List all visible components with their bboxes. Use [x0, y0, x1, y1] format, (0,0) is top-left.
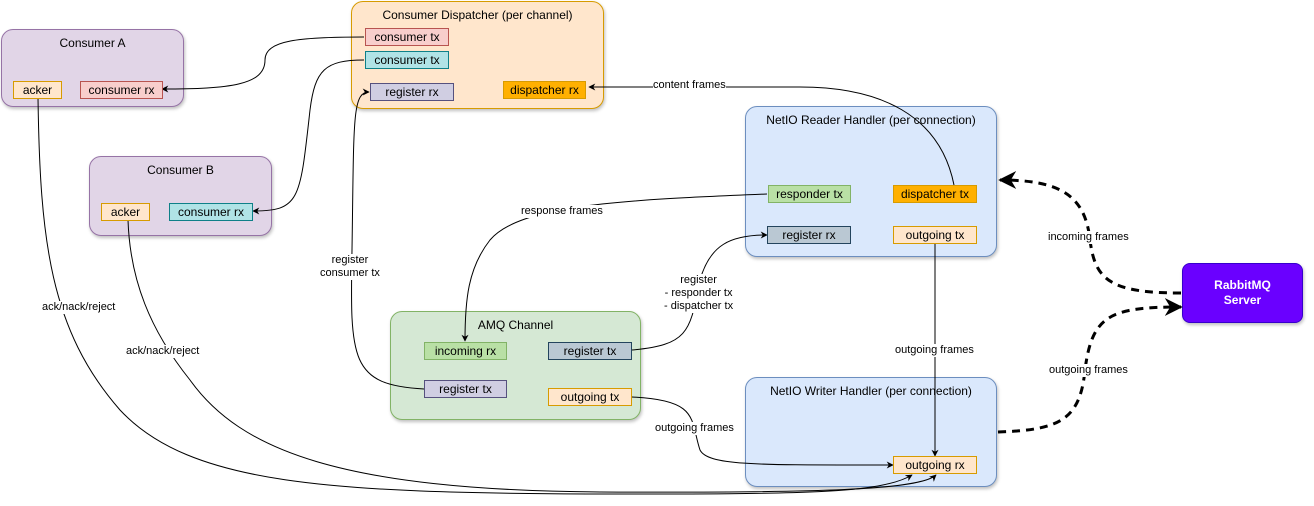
label-response-frames: response frames — [521, 205, 603, 218]
edge-incoming-frames — [998, 171, 1182, 295]
label-outgoing-frames-channel: outgoing frames — [655, 422, 734, 435]
writer-outgoing-rx: outgoing rx — [893, 456, 977, 474]
netio-writer-title: NetIO Writer Handler (per connection) — [770, 384, 972, 398]
amq-outgoing-tx: outgoing tx — [548, 388, 632, 406]
amq-register-tx-slate: register tx — [548, 342, 632, 360]
edge-register-consumer-tx — [350, 88, 425, 390]
amq-incoming-rx: incoming rx — [424, 342, 507, 360]
edge-consumer-tx-to-consumer-b — [252, 59, 365, 215]
amq-register-tx-lav: register tx — [424, 380, 507, 398]
netio-reader-title: NetIO Reader Handler (per connection) — [766, 113, 976, 127]
consumer-b-group: Consumer B — [89, 156, 272, 236]
label-incoming-frames: incoming frames — [1048, 231, 1129, 244]
label-content-frames: content frames — [653, 79, 726, 92]
rabbitmq-server: RabbitMQ Server — [1182, 263, 1303, 323]
dispatcher-consumer-tx-red: consumer tx — [365, 28, 449, 46]
dispatcher-consumer-tx-cyan: consumer tx — [365, 51, 449, 69]
reader-responder-tx: responder tx — [768, 185, 851, 203]
edge-content-frames — [588, 83, 955, 186]
dispatcher-register-rx: register rx — [370, 83, 454, 101]
consumer-dispatcher-title: Consumer Dispatcher (per channel) — [382, 8, 573, 22]
edge-ack-a — [37, 97, 913, 495]
edge-ack-b — [127, 219, 937, 493]
consumer-b-title: Consumer B — [147, 163, 214, 177]
consumer-a-title: Consumer A — [59, 36, 126, 50]
edge-response-frames — [461, 193, 768, 342]
rabbitmq-server-label: RabbitMQ Server — [1214, 278, 1271, 307]
reader-register-rx: register rx — [767, 226, 851, 244]
edge-channel-outgoing — [631, 396, 894, 469]
amq-channel-title: AMQ Channel — [477, 318, 554, 332]
edge-consumer-tx-to-consumer-a — [161, 36, 365, 93]
dispatcher-dispatcher-rx: dispatcher rx — [503, 81, 586, 99]
label-ack-b: ack/nack/reject — [126, 345, 200, 358]
edge-outgoing-frames-server — [997, 298, 1183, 434]
consumer-b-consumer-rx: consumer rx — [169, 203, 253, 221]
label-register-consumer-tx: register consumer tx — [320, 254, 380, 280]
label-ack-a: ack/nack/reject — [42, 301, 116, 314]
consumer-a-acker: acker — [13, 81, 62, 99]
consumer-a-consumer-rx: consumer rx — [80, 81, 163, 99]
label-outgoing-frames-server: outgoing frames — [1049, 364, 1128, 377]
label-register-responder-dispatcher: register - responder tx - dispatcher tx — [664, 274, 734, 313]
consumer-b-acker: acker — [101, 203, 150, 221]
reader-dispatcher-tx: dispatcher tx — [893, 185, 977, 203]
reader-outgoing-tx: outgoing tx — [893, 226, 977, 244]
label-outgoing-frames-reader: outgoing frames — [895, 344, 974, 357]
